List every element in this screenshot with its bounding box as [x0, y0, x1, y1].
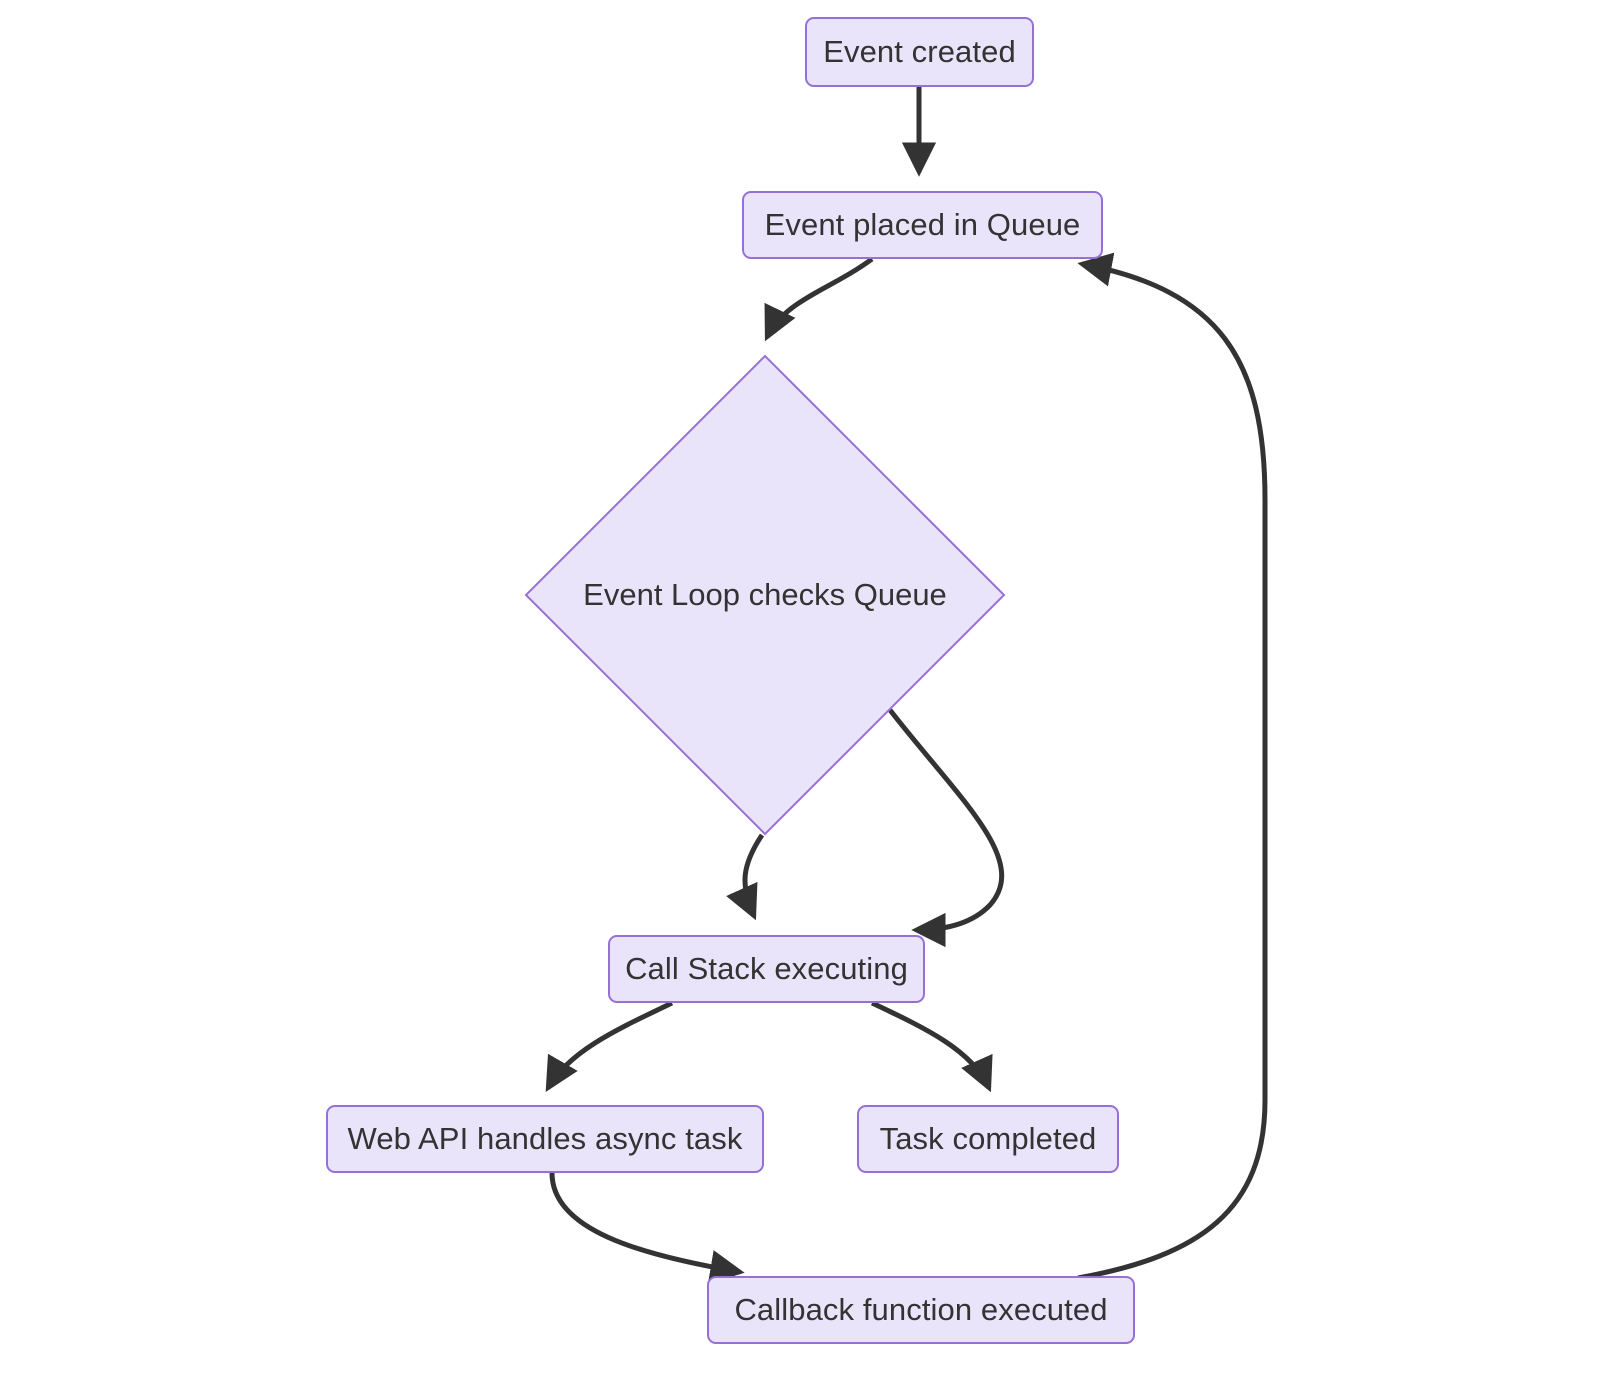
- node-call-stack-executing-label: Call Stack executing: [625, 951, 908, 987]
- node-web-api-handles-async-task[interactable]: Web API handles async task: [326, 1105, 764, 1173]
- edge-callstack-to-taskcompleted: [870, 1000, 993, 1093]
- node-call-stack-executing[interactable]: Call Stack executing: [608, 935, 925, 1003]
- node-callback-function-executed[interactable]: Callback function executed: [707, 1276, 1135, 1344]
- node-event-created[interactable]: Event created: [805, 17, 1034, 87]
- node-task-completed-label: Task completed: [879, 1121, 1097, 1157]
- node-event-loop-checks-queue-label: Event Loop checks Queue: [583, 577, 947, 612]
- node-event-placed-in-queue-label: Event placed in Queue: [764, 207, 1081, 243]
- edge-webapi-to-callback: [549, 1172, 745, 1284]
- node-event-created-label: Event created: [823, 34, 1016, 70]
- edge-loop-to-callstack: [726, 833, 765, 921]
- edge-callstack-to-webapi: [545, 1000, 674, 1093]
- node-web-api-handles-async-task-label: Web API handles async task: [347, 1121, 743, 1157]
- edge-loop-right-to-callstack: [888, 708, 1005, 948]
- node-event-placed-in-queue[interactable]: Event placed in Queue: [742, 191, 1103, 259]
- edge-callback-to-queue: [1077, 252, 1268, 1281]
- edge-queue-to-loop: [764, 256, 874, 342]
- node-callback-function-executed-label: Callback function executed: [734, 1292, 1108, 1328]
- node-event-loop-checks-queue[interactable]: Event Loop checks Queue: [524, 354, 1006, 836]
- node-task-completed[interactable]: Task completed: [857, 1105, 1119, 1173]
